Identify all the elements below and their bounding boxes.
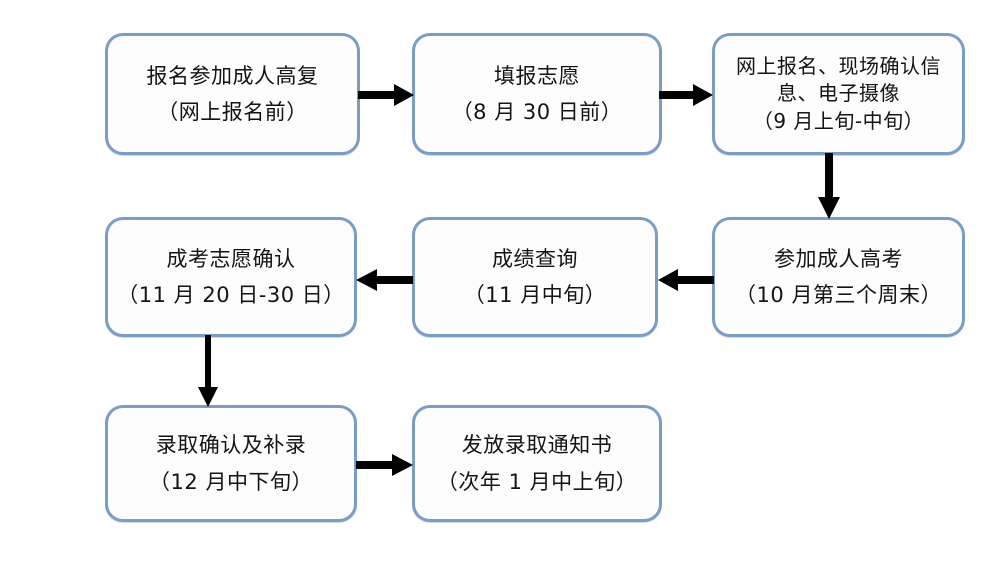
flow-node-3-line-2: 息、电子摄像: [777, 81, 900, 106]
flow-node-5[interactable]: 成绩查询 （11 月中旬）: [412, 217, 658, 337]
flow-node-8-line-1: 发放录取通知书: [461, 433, 613, 458]
flow-node-7[interactable]: 录取确认及补录 （12 月中下旬）: [105, 405, 357, 522]
flow-node-3-line-3: （9 月上旬-中旬）: [752, 108, 925, 133]
flow-node-8[interactable]: 发放录取通知书 （次年 1 月中上旬）: [412, 405, 662, 522]
flow-node-6-line-2: （10 月第三个周末）: [735, 283, 942, 307]
arrow-down-icon-node4-node7: [196, 335, 222, 409]
flow-node-1[interactable]: 报名参加成人高复 （网上报名前）: [105, 33, 360, 155]
flow-node-3-line-1: 网上报名、现场确认信: [736, 53, 941, 78]
flow-node-5-line-2: （11 月中旬）: [463, 283, 607, 307]
arrow-left-icon-node5-node4: [353, 267, 415, 293]
flow-node-6[interactable]: 参加成人高考 （10 月第三个周末）: [712, 217, 965, 337]
arrow-left-icon-node6-node5: [656, 267, 716, 293]
flow-node-7-line-1: 录取确认及补录: [155, 433, 307, 458]
arrow-right-icon-node2-node3: [659, 82, 715, 108]
arrow-right-icon-node7-node8: [356, 451, 416, 477]
flow-node-2-line-2: （8 月 30 日前）: [451, 100, 623, 124]
flow-node-6-line-1: 参加成人高考: [774, 246, 903, 271]
flow-node-7-line-2: （12 月中下旬）: [149, 469, 313, 494]
flow-node-5-line-1: 成绩查询: [492, 246, 578, 271]
flow-node-4-line-1: 成考志愿确认: [166, 246, 296, 271]
flow-node-2[interactable]: 填报志愿 （8 月 30 日前）: [412, 33, 662, 155]
arrow-down-icon-node3-node6: [816, 153, 844, 221]
flow-node-8-line-2: （次年 1 月中上旬）: [436, 469, 638, 494]
flow-node-2-line-1: 填报志愿: [494, 63, 580, 88]
flow-node-1-line-1: 报名参加成人高复: [146, 63, 319, 88]
flow-node-3[interactable]: 网上报名、现场确认信 息、电子摄像 （9 月上旬-中旬）: [712, 33, 965, 155]
arrow-right-icon-node1-node2: [358, 82, 416, 108]
flow-node-1-line-2: （网上报名前）: [157, 100, 308, 124]
flow-node-4[interactable]: 成考志愿确认 （11 月 20 日-30 日）: [105, 217, 357, 337]
flow-node-4-line-2: （11 月 20 日-30 日）: [117, 283, 345, 307]
